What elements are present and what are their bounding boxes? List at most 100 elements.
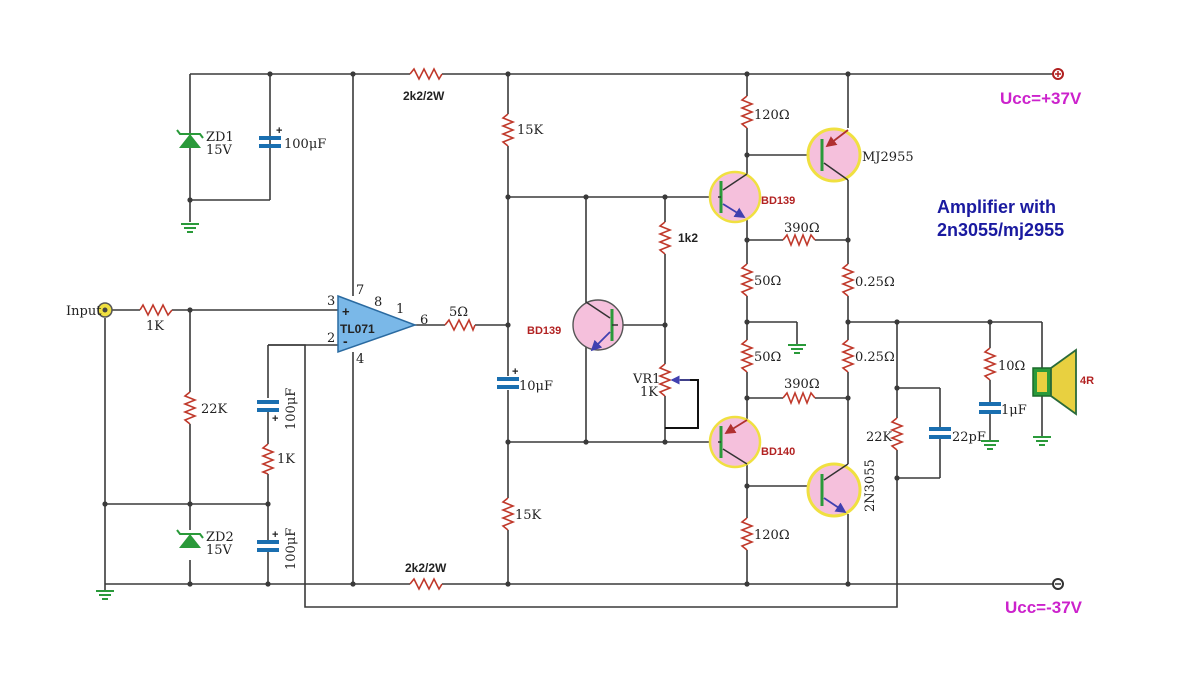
svg-text:+: + bbox=[272, 413, 278, 425]
resistor-390-bottom-label: 390Ω bbox=[784, 377, 820, 392]
junctions bbox=[102, 71, 993, 587]
opamp-pin-7: 7 bbox=[356, 283, 364, 298]
opamp-tl071 bbox=[337, 294, 418, 354]
resistor-input-label: 1K bbox=[146, 319, 164, 334]
capacitor-100uf-top: + bbox=[259, 125, 282, 148]
transistor-2n3055-label: 2N3055 bbox=[863, 459, 878, 512]
resistor-025-top-label: 0.25Ω bbox=[855, 275, 895, 290]
transistor-bd139-left bbox=[572, 299, 624, 352]
title-line-2: 2n3055/mj2955 bbox=[937, 220, 1064, 240]
zd2-name-label: ZD2 bbox=[206, 530, 234, 545]
opamp-pin-2: 2 bbox=[327, 331, 335, 346]
resistor-120-bottom bbox=[739, 517, 755, 551]
opamp-pin-3: 3 bbox=[327, 294, 335, 309]
svg-text:+: + bbox=[272, 529, 278, 541]
capacitor-100uf-top-label: 100μF bbox=[284, 137, 326, 152]
resistor-bottom-2k2 bbox=[409, 577, 443, 591]
resistor-22k-right bbox=[889, 417, 905, 451]
resistor-22k-right-label: 22K bbox=[866, 430, 893, 445]
resistor-025-bottom bbox=[840, 339, 856, 373]
resistor-025-top bbox=[840, 263, 856, 297]
vr1-name-label: VR1 bbox=[632, 372, 660, 387]
resistor-output-5-ohm bbox=[444, 318, 476, 333]
resistor-22k-left-label: 22K bbox=[201, 402, 228, 417]
opamp-plus-sign: + bbox=[342, 304, 350, 319]
resistor-390-bottom bbox=[782, 390, 816, 406]
resistor-390-top bbox=[782, 232, 816, 248]
resistor-120-bottom-label: 120Ω bbox=[754, 528, 790, 543]
supply-terminal-negative bbox=[1052, 578, 1064, 590]
opamp-pin-8: 8 bbox=[374, 295, 382, 310]
capacitor-1uf-label: 1μF bbox=[1001, 403, 1027, 418]
capacitor-100uf-bottom: + bbox=[257, 529, 279, 552]
ground-symbols bbox=[96, 223, 1051, 600]
resistor-15k-top bbox=[500, 113, 516, 147]
resistor-1k-mid-label: 1K bbox=[277, 452, 295, 467]
speaker-label: 4R bbox=[1080, 375, 1094, 387]
resistor-15k-bottom-label: 15K bbox=[515, 508, 542, 523]
resistor-10-ohm-label: 10Ω bbox=[998, 359, 1025, 374]
resistor-input bbox=[139, 303, 173, 317]
resistor-1k2 bbox=[657, 221, 673, 255]
transistor-bd140 bbox=[708, 415, 762, 469]
capacitor-100uf-mid-label: 100μF bbox=[284, 388, 299, 430]
transistor-bd139-left-label: BD139 bbox=[527, 325, 561, 337]
svg-text:+: + bbox=[512, 366, 518, 378]
resistor-120-top bbox=[739, 95, 755, 129]
transistor-mj2955 bbox=[806, 127, 862, 183]
opamp-name-label: TL071 bbox=[340, 322, 375, 336]
capacitor-1uf bbox=[979, 402, 1001, 414]
resistor-15k-top-label: 15K bbox=[517, 123, 544, 138]
resistor-025-bottom-label: 0.25Ω bbox=[855, 350, 895, 365]
opamp-pin-4: 4 bbox=[356, 352, 364, 367]
opamp-minus-sign: - bbox=[343, 333, 348, 349]
supply-terminal-positive bbox=[1052, 68, 1064, 80]
transistor-bd139-top-label: BD139 bbox=[761, 195, 795, 207]
resistor-50-bottom bbox=[739, 339, 755, 373]
resistor-50-top-label: 50Ω bbox=[754, 274, 781, 289]
zener-diode-zd1 bbox=[176, 129, 204, 148]
resistor-top-2k2 bbox=[409, 67, 443, 81]
ground-icon bbox=[788, 344, 806, 354]
capacitor-10uf: + bbox=[497, 366, 519, 389]
capacitor-22pf-label: 22pF bbox=[952, 430, 986, 445]
transistor-mj2955-label: MJ2955 bbox=[862, 150, 914, 165]
negative-supply-label: Ucc=-37V bbox=[1005, 598, 1083, 617]
resistor-top-2k2-label: 2k2/2W bbox=[403, 89, 445, 103]
resistor-120-top-label: 120Ω bbox=[754, 108, 790, 123]
zd1-value-label: 15V bbox=[206, 143, 233, 158]
zd1-name-label: ZD1 bbox=[206, 130, 234, 145]
zener-diode-zd2 bbox=[176, 529, 204, 548]
resistor-50-top bbox=[739, 263, 755, 297]
opamp-pin-1: 1 bbox=[396, 302, 404, 317]
title-line-1: Amplifier with bbox=[937, 197, 1056, 217]
resistor-22k-left bbox=[182, 391, 198, 425]
zd2-value-label: 15V bbox=[206, 543, 233, 558]
transistor-bd139-top bbox=[708, 170, 762, 224]
resistor-1k-mid bbox=[260, 443, 276, 475]
transistor-bd140-label: BD140 bbox=[761, 446, 795, 458]
resistor-10-ohm bbox=[982, 347, 998, 381]
transistor-2n3055 bbox=[806, 462, 862, 518]
svg-text:+: + bbox=[276, 125, 282, 137]
potentiometer-vr1 bbox=[657, 363, 690, 397]
resistor-50-bottom-label: 50Ω bbox=[754, 350, 781, 365]
resistor-15k-bottom bbox=[500, 497, 516, 531]
opamp-pin-6: 6 bbox=[420, 313, 428, 328]
capacitor-10uf-label: 10μF bbox=[519, 379, 553, 394]
input-label: Input bbox=[66, 304, 102, 319]
capacitor-100uf-mid: + bbox=[257, 400, 279, 425]
resistor-1k2-label: 1k2 bbox=[678, 231, 698, 245]
vr1-value-label: 1K bbox=[640, 385, 658, 400]
ground-icon bbox=[181, 223, 199, 233]
capacitor-100uf-bottom-label: 100μF bbox=[284, 528, 299, 570]
ground-icon bbox=[981, 440, 999, 450]
ground-icon bbox=[96, 590, 114, 600]
ground-icon bbox=[1033, 436, 1051, 446]
speaker bbox=[1032, 348, 1077, 416]
capacitor-22pf bbox=[929, 427, 951, 439]
input-jack bbox=[97, 302, 113, 318]
resistor-bottom-2k2-label: 2k2/2W bbox=[405, 561, 447, 575]
positive-supply-label: Ucc=+37V bbox=[1000, 89, 1082, 108]
